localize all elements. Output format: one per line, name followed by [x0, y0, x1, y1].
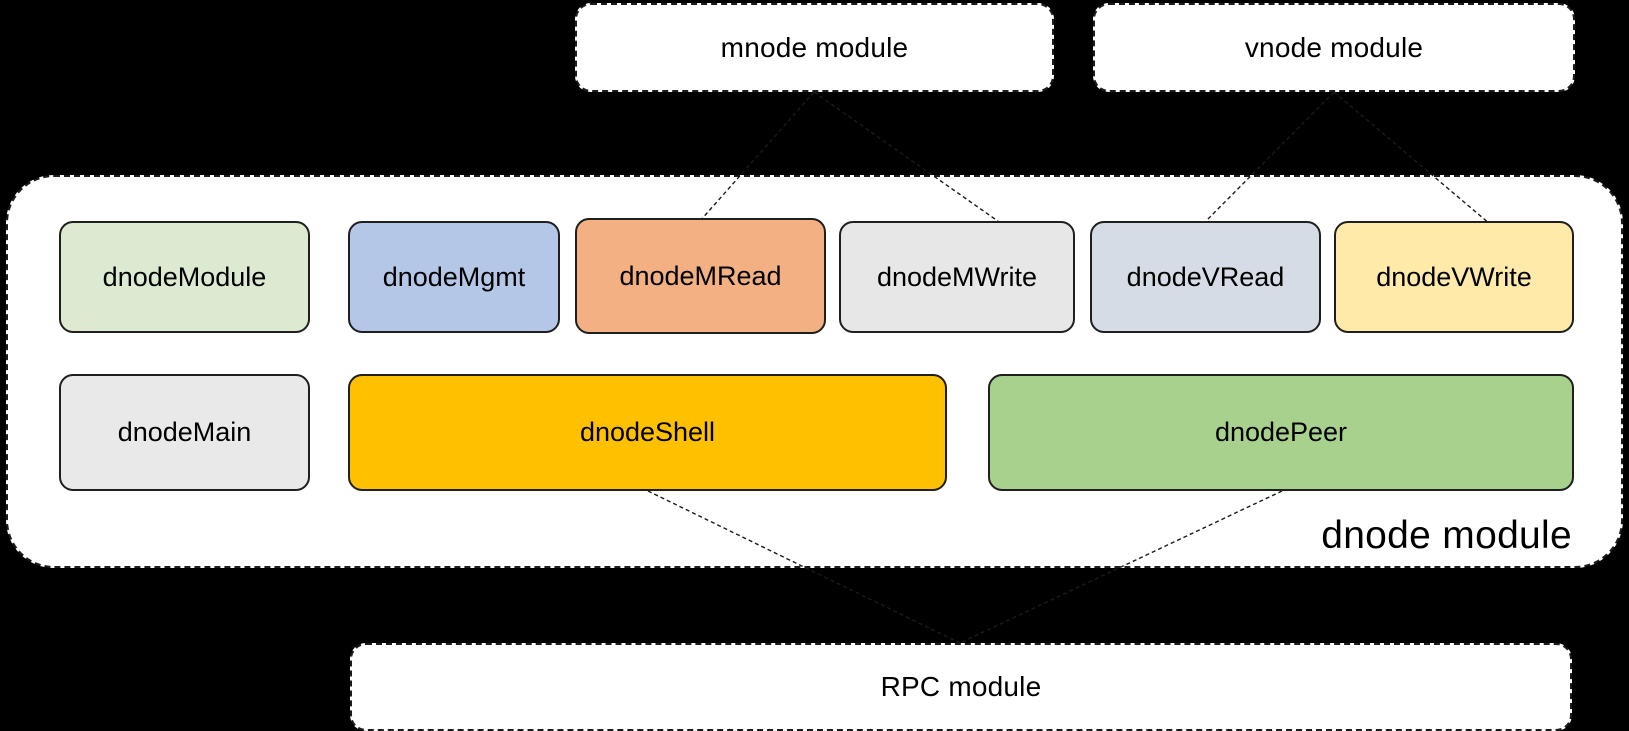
component-dnodeMRead: dnodeMRead: [575, 218, 826, 334]
mnode-module-box: mnode module: [575, 3, 1054, 92]
rpc-module-label: RPC module: [880, 671, 1042, 702]
component-label: dnodePeer: [1214, 417, 1348, 447]
component-label: dnodeMWrite: [876, 261, 1038, 292]
vnode-module-box: vnode module: [1093, 3, 1575, 92]
dnode-module-label: dnode module: [1321, 514, 1572, 557]
rpc-module-box: RPC module: [350, 643, 1572, 731]
component-label: dnodeShell: [579, 417, 716, 447]
component-label: dnodeMgmt: [382, 261, 526, 292]
component-dnodeMWrite: dnodeMWrite: [839, 221, 1075, 333]
component-dnodeVWrite: dnodeVWrite: [1334, 221, 1574, 333]
component-label: dnodeMain: [117, 417, 252, 447]
component-dnodeModule: dnodeModule: [59, 221, 310, 333]
mnode-module-label: mnode module: [720, 31, 909, 63]
component-dnodeMain: dnodeMain: [59, 374, 310, 491]
component-label: dnodeVWrite: [1376, 261, 1532, 292]
component-label: dnodeMRead: [619, 260, 782, 291]
component-dnodePeer: dnodePeer: [988, 374, 1574, 491]
component-label: dnodeVRead: [1126, 261, 1285, 292]
component-dnodeMgmt: dnodeMgmt: [348, 221, 560, 333]
component-label: dnodeModule: [102, 261, 267, 292]
component-dnodeVRead: dnodeVRead: [1090, 221, 1321, 333]
component-dnodeShell: dnodeShell: [348, 374, 947, 491]
vnode-module-label: vnode module: [1244, 31, 1424, 63]
